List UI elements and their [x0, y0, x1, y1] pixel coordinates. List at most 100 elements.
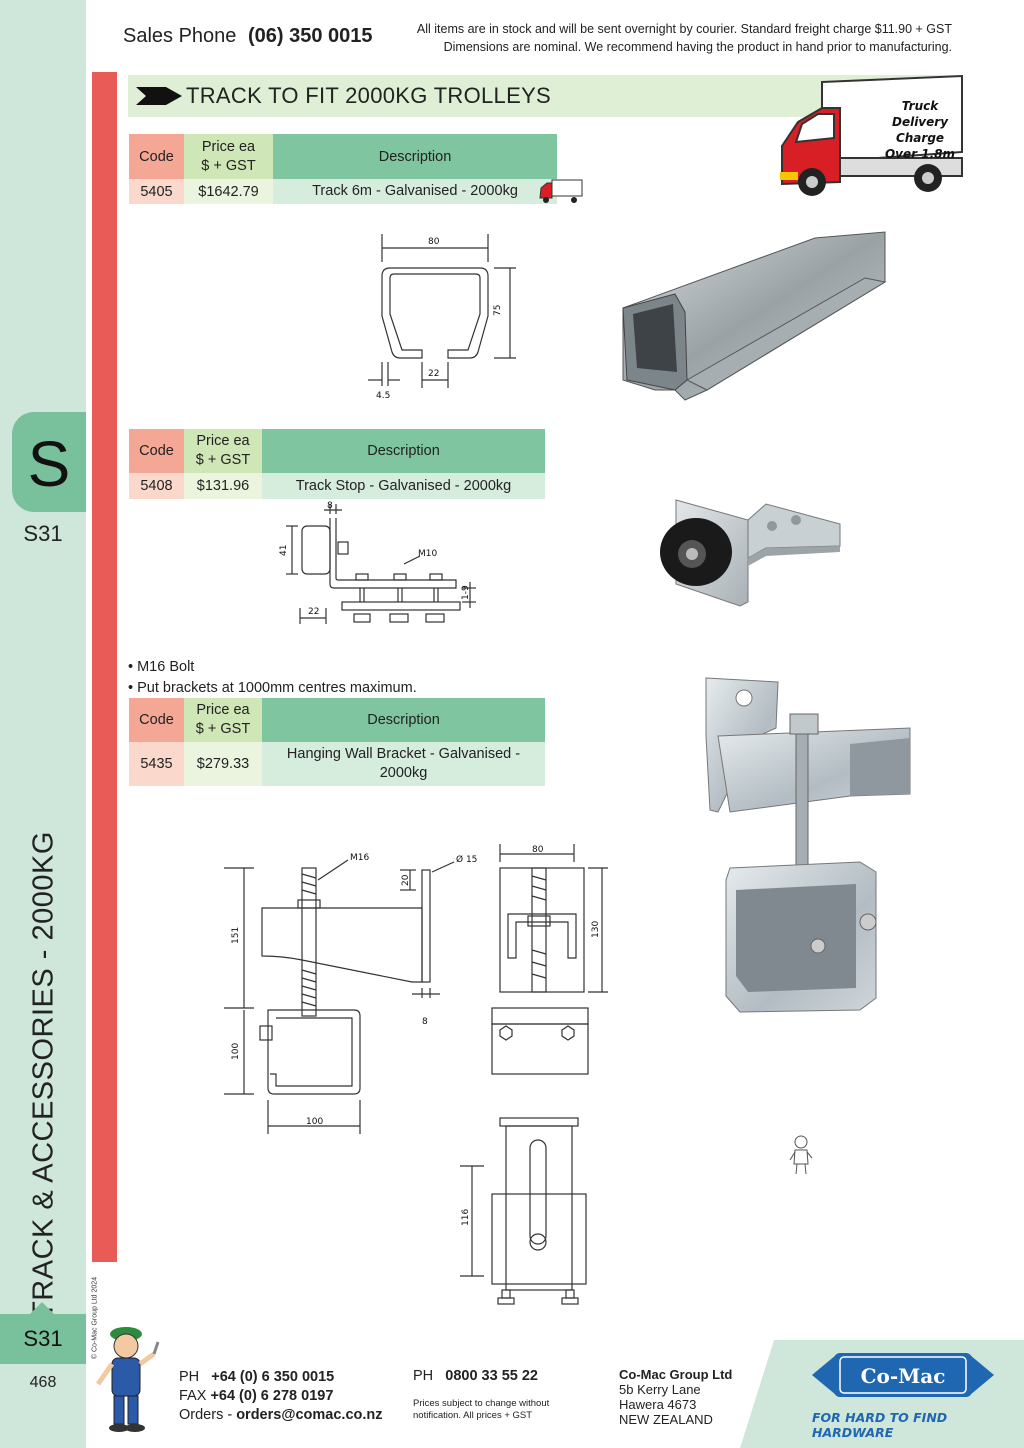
product-table-5405: Code Price ea $ + GST Description 5405 $… — [129, 134, 557, 204]
notice-line-2: Dimensions are nominal. We recommend hav… — [443, 40, 952, 54]
company-name: Co-Mac Group Ltd — [619, 1367, 733, 1382]
dim-bracket-track-height: 100 — [231, 1043, 241, 1060]
dim-track-gap: 22 — [428, 369, 439, 379]
dim-stop-offset: 22 — [308, 607, 319, 617]
bracket-front-drawing: 80 130 — [491, 844, 608, 1075]
product-description: Hanging Wall Bracket - Galvanised - 2000… — [262, 742, 545, 786]
footer-freephone: PH 0800 33 55 22 — [413, 1368, 538, 1384]
product-description-line-2: 2000kg — [379, 765, 428, 781]
section-vertical-title: TRACK & ACCESSORIES - 2000KG — [27, 831, 60, 1319]
price-notice-line-2: notification. All prices + GST — [413, 1410, 533, 1421]
dim-stop-plate: 8 — [327, 501, 333, 511]
truck-badge-text: Truck Delivery Charge Over 1.8m — [872, 98, 968, 162]
address-line-1: 5b Kerry Lane — [619, 1382, 701, 1397]
col-description: Description — [262, 429, 545, 473]
track-stop-photo — [660, 499, 841, 607]
bracket-notes: • M16 Bolt • Put brackets at 1000mm cent… — [128, 657, 417, 699]
comac-logo[interactable]: Co-Mac — [812, 1345, 994, 1403]
product-table-5435: Code Price ea $ + GST Description 5435 $… — [129, 698, 545, 786]
fax-number: +64 (0) 6 278 0197 — [210, 1388, 334, 1404]
truck-delivery-icon — [780, 74, 963, 196]
col-price-line-2: $ + GST — [195, 452, 251, 468]
phone-number[interactable]: +64 (0) 6 350 0015 — [211, 1369, 335, 1385]
dim-bracket-track-width: 100 — [306, 1117, 323, 1127]
sales-phone: Sales Phone (06) 350 0015 — [123, 25, 373, 48]
col-code: Code — [129, 429, 184, 473]
price-notice-line-1: Prices subject to change without — [413, 1398, 550, 1409]
col-price-line-2: $ + GST — [195, 721, 251, 737]
sales-phone-label: Sales Phone — [123, 25, 237, 47]
product-code: 5435 — [129, 742, 184, 786]
col-code: Code — [129, 698, 184, 742]
footer-address: Co-Mac Group Ltd 5b Kerry Lane Hawera 46… — [619, 1367, 732, 1427]
footer-contact: PH +64 (0) 6 350 0015 FAX +64 (0) 6 278 … — [179, 1368, 383, 1425]
col-description: Description — [262, 698, 545, 742]
dim-back-height: 116 — [461, 1209, 471, 1226]
phone-label: PH — [179, 1369, 200, 1385]
col-code: Code — [129, 134, 184, 179]
section-code-bottom: S31 — [0, 1314, 86, 1364]
dim-bracket-hole: Ø 15 — [456, 854, 477, 865]
arrow-icon — [136, 87, 182, 105]
col-price: Price ea $ + GST — [184, 698, 262, 742]
dim-bracket-height: 151 — [231, 927, 241, 944]
truck-badge-line-2: Charge — [895, 131, 945, 145]
col-price-line-1: Price ea — [196, 702, 250, 718]
address-line-3: NEW ZEALAND — [619, 1412, 713, 1427]
col-price: Price ea $ + GST — [184, 429, 262, 473]
sidebar — [0, 0, 86, 1448]
price-notice: Prices subject to change without notific… — [413, 1398, 583, 1422]
col-price-line-1: Price ea — [196, 433, 250, 449]
track-photo — [622, 231, 887, 401]
product-description: Track Stop - Galvanised - 2000kg — [262, 473, 545, 499]
dim-track-width: 80 — [428, 237, 440, 247]
bracket-photo — [705, 677, 911, 1013]
product-price: $131.96 — [184, 473, 262, 499]
table-row: 5435 $279.33 Hanging Wall Bracket - Galv… — [129, 742, 545, 786]
truck-badge-line-1: Truck Delivery — [891, 99, 949, 129]
fax-label: FAX — [179, 1388, 207, 1404]
dim-bracket-bolt: M16 — [350, 853, 369, 863]
product-code: 5405 — [129, 179, 184, 204]
tab-notch — [30, 1302, 54, 1314]
dim-front-height: 130 — [591, 921, 601, 938]
truck-delivery-small-icon — [539, 179, 583, 203]
dim-front-width: 80 — [532, 845, 544, 855]
mascot-icon — [95, 1327, 160, 1432]
freephone-number[interactable]: 0800 33 55 22 — [445, 1368, 538, 1384]
product-description: Track 6m - Galvanised - 2000kg — [273, 179, 557, 204]
bracket-back-drawing: 116 — [460, 1117, 587, 1305]
notice-line-1: All items are in stock and will be sent … — [416, 22, 952, 36]
dim-bracket-hole-offset: 20 — [401, 874, 411, 886]
truck-badge-line-3: Over 1.8m — [884, 147, 956, 161]
col-price-line-2: $ + GST — [201, 157, 256, 174]
dim-track-height: 75 — [493, 305, 503, 316]
product-description-line-1: Hanging Wall Bracket - Galvanised - — [286, 746, 521, 762]
dim-bracket-plate: 8 — [422, 1017, 428, 1027]
orders-email-link[interactable]: orders@comac.co.nz — [236, 1407, 383, 1423]
freephone-label: PH — [413, 1368, 434, 1384]
orders-label: Orders - — [179, 1407, 233, 1423]
product-price: $1642.79 — [184, 179, 273, 204]
track-stop-drawing: 8 41 M10 1-9 22 — [279, 501, 476, 624]
page-number: 468 — [29, 1374, 57, 1391]
section-title: TRACK TO FIT 2000KG TROLLEYS — [186, 83, 552, 108]
note-bolt: • M16 Bolt — [128, 659, 195, 675]
table-row: 5405 $1642.79 Track 6m - Galvanised - 20… — [129, 179, 557, 204]
mascot-small-icon — [789, 1135, 813, 1175]
track-profile-drawing: 80 75 22 4.5 — [368, 234, 516, 401]
col-price-line-1: Price ea — [201, 138, 256, 155]
col-price: Price ea $ + GST — [184, 134, 273, 179]
dim-stop-height: 41 — [279, 545, 289, 556]
table-row: 5408 $131.96 Track Stop - Galvanised - 2… — [129, 473, 545, 499]
freight-notice: All items are in stock and will be sent … — [382, 20, 952, 56]
product-price: $279.33 — [184, 742, 262, 786]
dim-track-thickness: 4.5 — [376, 391, 390, 401]
address-line-2: Hawera 4673 — [619, 1397, 697, 1412]
section-tab — [12, 412, 86, 512]
sales-phone-number[interactable]: (06) 350 0015 — [247, 25, 373, 47]
dim-stop-gap: 1-9 — [461, 585, 471, 600]
product-code: 5408 — [129, 473, 184, 499]
brand-tagline: FOR HARD TO FIND HARDWARE — [812, 1410, 948, 1440]
col-description: Description — [273, 134, 557, 179]
